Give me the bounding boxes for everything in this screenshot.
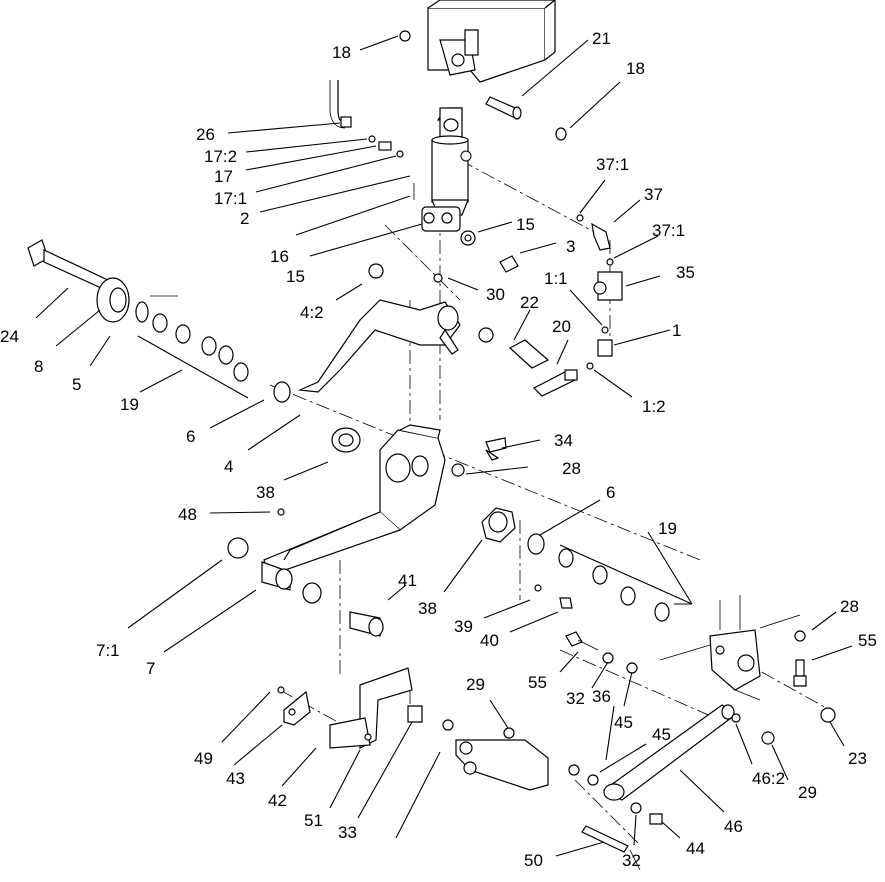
callout-6-right: 6 (606, 483, 615, 502)
callout-43: 43 (226, 769, 245, 788)
callout-30: 30 (486, 285, 505, 304)
clip-18-top (399, 30, 411, 42)
callout-1: 1 (672, 321, 681, 340)
callout-51: 51 (304, 811, 323, 830)
callout-50: 50 (524, 851, 543, 870)
flange-right (481, 507, 670, 622)
leader-lines (35, 35, 853, 857)
callout-labels: 18 21 18 26 17:2 17 17:1 2 16 15 15 3 37… (0, 29, 877, 870)
callout-26: 26 (196, 125, 215, 144)
callout-6-left: 6 (186, 427, 195, 446)
callout-17-1: 17:1 (214, 189, 247, 208)
callout-32-bottom: 32 (622, 851, 641, 870)
callout-29-middle: 29 (466, 675, 485, 694)
callout-41: 41 (398, 571, 417, 590)
callout-22: 22 (520, 293, 539, 312)
bolt-55-right (793, 630, 836, 723)
callout-18-top: 18 (332, 43, 351, 62)
hydraulic-fittings-right (576, 214, 623, 370)
callout-5: 5 (72, 375, 81, 394)
callout-19-left: 19 (120, 395, 139, 414)
callout-8: 8 (34, 357, 43, 376)
rod-50 (581, 825, 641, 871)
callout-34: 34 (554, 431, 573, 450)
bolt-34 (451, 437, 507, 477)
callout-1-2: 1:2 (642, 397, 666, 416)
lower-bracket (442, 719, 599, 791)
callout-29-right: 29 (798, 783, 817, 802)
hose-26 (329, 80, 352, 129)
callout-3: 3 (566, 237, 575, 256)
callout-39: 39 (454, 617, 473, 636)
callout-18-right: 18 (626, 59, 645, 78)
mount-bracket (427, 0, 556, 83)
lever-bracket (277, 667, 423, 749)
right-mount (659, 595, 801, 701)
bolt-44 (630, 802, 663, 825)
callout-45-bottom: 45 (652, 725, 671, 744)
callout-42: 42 (268, 791, 287, 810)
callout-36: 36 (592, 687, 611, 706)
main-bracket (263, 424, 446, 579)
callout-55-left: 55 (528, 673, 547, 692)
washers-15 (460, 230, 519, 273)
callout-44: 44 (686, 839, 705, 858)
callout-38-right: 38 (418, 599, 437, 618)
callout-7: 7 (146, 659, 155, 678)
hydraulic-cylinder (421, 107, 472, 232)
callout-17-2: 17:2 (204, 147, 237, 166)
hose-20 (532, 369, 578, 397)
callout-21: 21 (592, 29, 611, 48)
callout-4: 4 (224, 457, 233, 476)
pin-21 (485, 96, 522, 120)
callout-1-1: 1:1 (544, 269, 568, 288)
callout-45-top: 45 (614, 713, 633, 732)
callout-40: 40 (480, 631, 499, 650)
callout-38-left: 38 (256, 483, 275, 502)
callout-46: 46 (724, 817, 743, 836)
pedal-arm (297, 263, 461, 393)
callout-7-1: 7:1 (96, 641, 120, 660)
fittings-17 (368, 135, 404, 158)
bolt-roller-assembly (27, 239, 291, 403)
callout-46-2: 46:2 (752, 769, 785, 788)
callout-4-2: 4:2 (300, 303, 324, 322)
callout-23: 23 (848, 749, 867, 768)
callout-37: 37 (644, 185, 663, 204)
callout-24: 24 (0, 327, 19, 346)
clip-18-right (555, 127, 567, 141)
callout-35: 35 (676, 263, 695, 282)
callout-20: 20 (552, 317, 571, 336)
callout-55-right: 55 (858, 631, 877, 650)
callout-15-left: 15 (286, 267, 305, 286)
callout-49: 49 (194, 749, 213, 768)
link-46 (602, 704, 775, 801)
callout-17: 17 (214, 167, 233, 186)
callout-28-middle: 28 (562, 459, 581, 478)
callout-33: 33 (338, 823, 357, 842)
bolt-55-left (565, 631, 638, 674)
callout-19-right: 19 (658, 519, 677, 538)
bolt-40 (534, 584, 573, 609)
callout-16: 16 (270, 247, 289, 266)
callout-28-right: 28 (840, 597, 859, 616)
callout-15-right: 15 (516, 215, 535, 234)
callout-48: 48 (178, 505, 197, 524)
callout-37-1-top: 37:1 (596, 155, 629, 174)
bushing-22 (478, 327, 550, 369)
bushings-7 (227, 508, 384, 637)
callout-37-1-bottom: 37:1 (652, 221, 685, 240)
callout-32-middle: 32 (566, 689, 585, 708)
callout-2: 2 (240, 209, 249, 228)
